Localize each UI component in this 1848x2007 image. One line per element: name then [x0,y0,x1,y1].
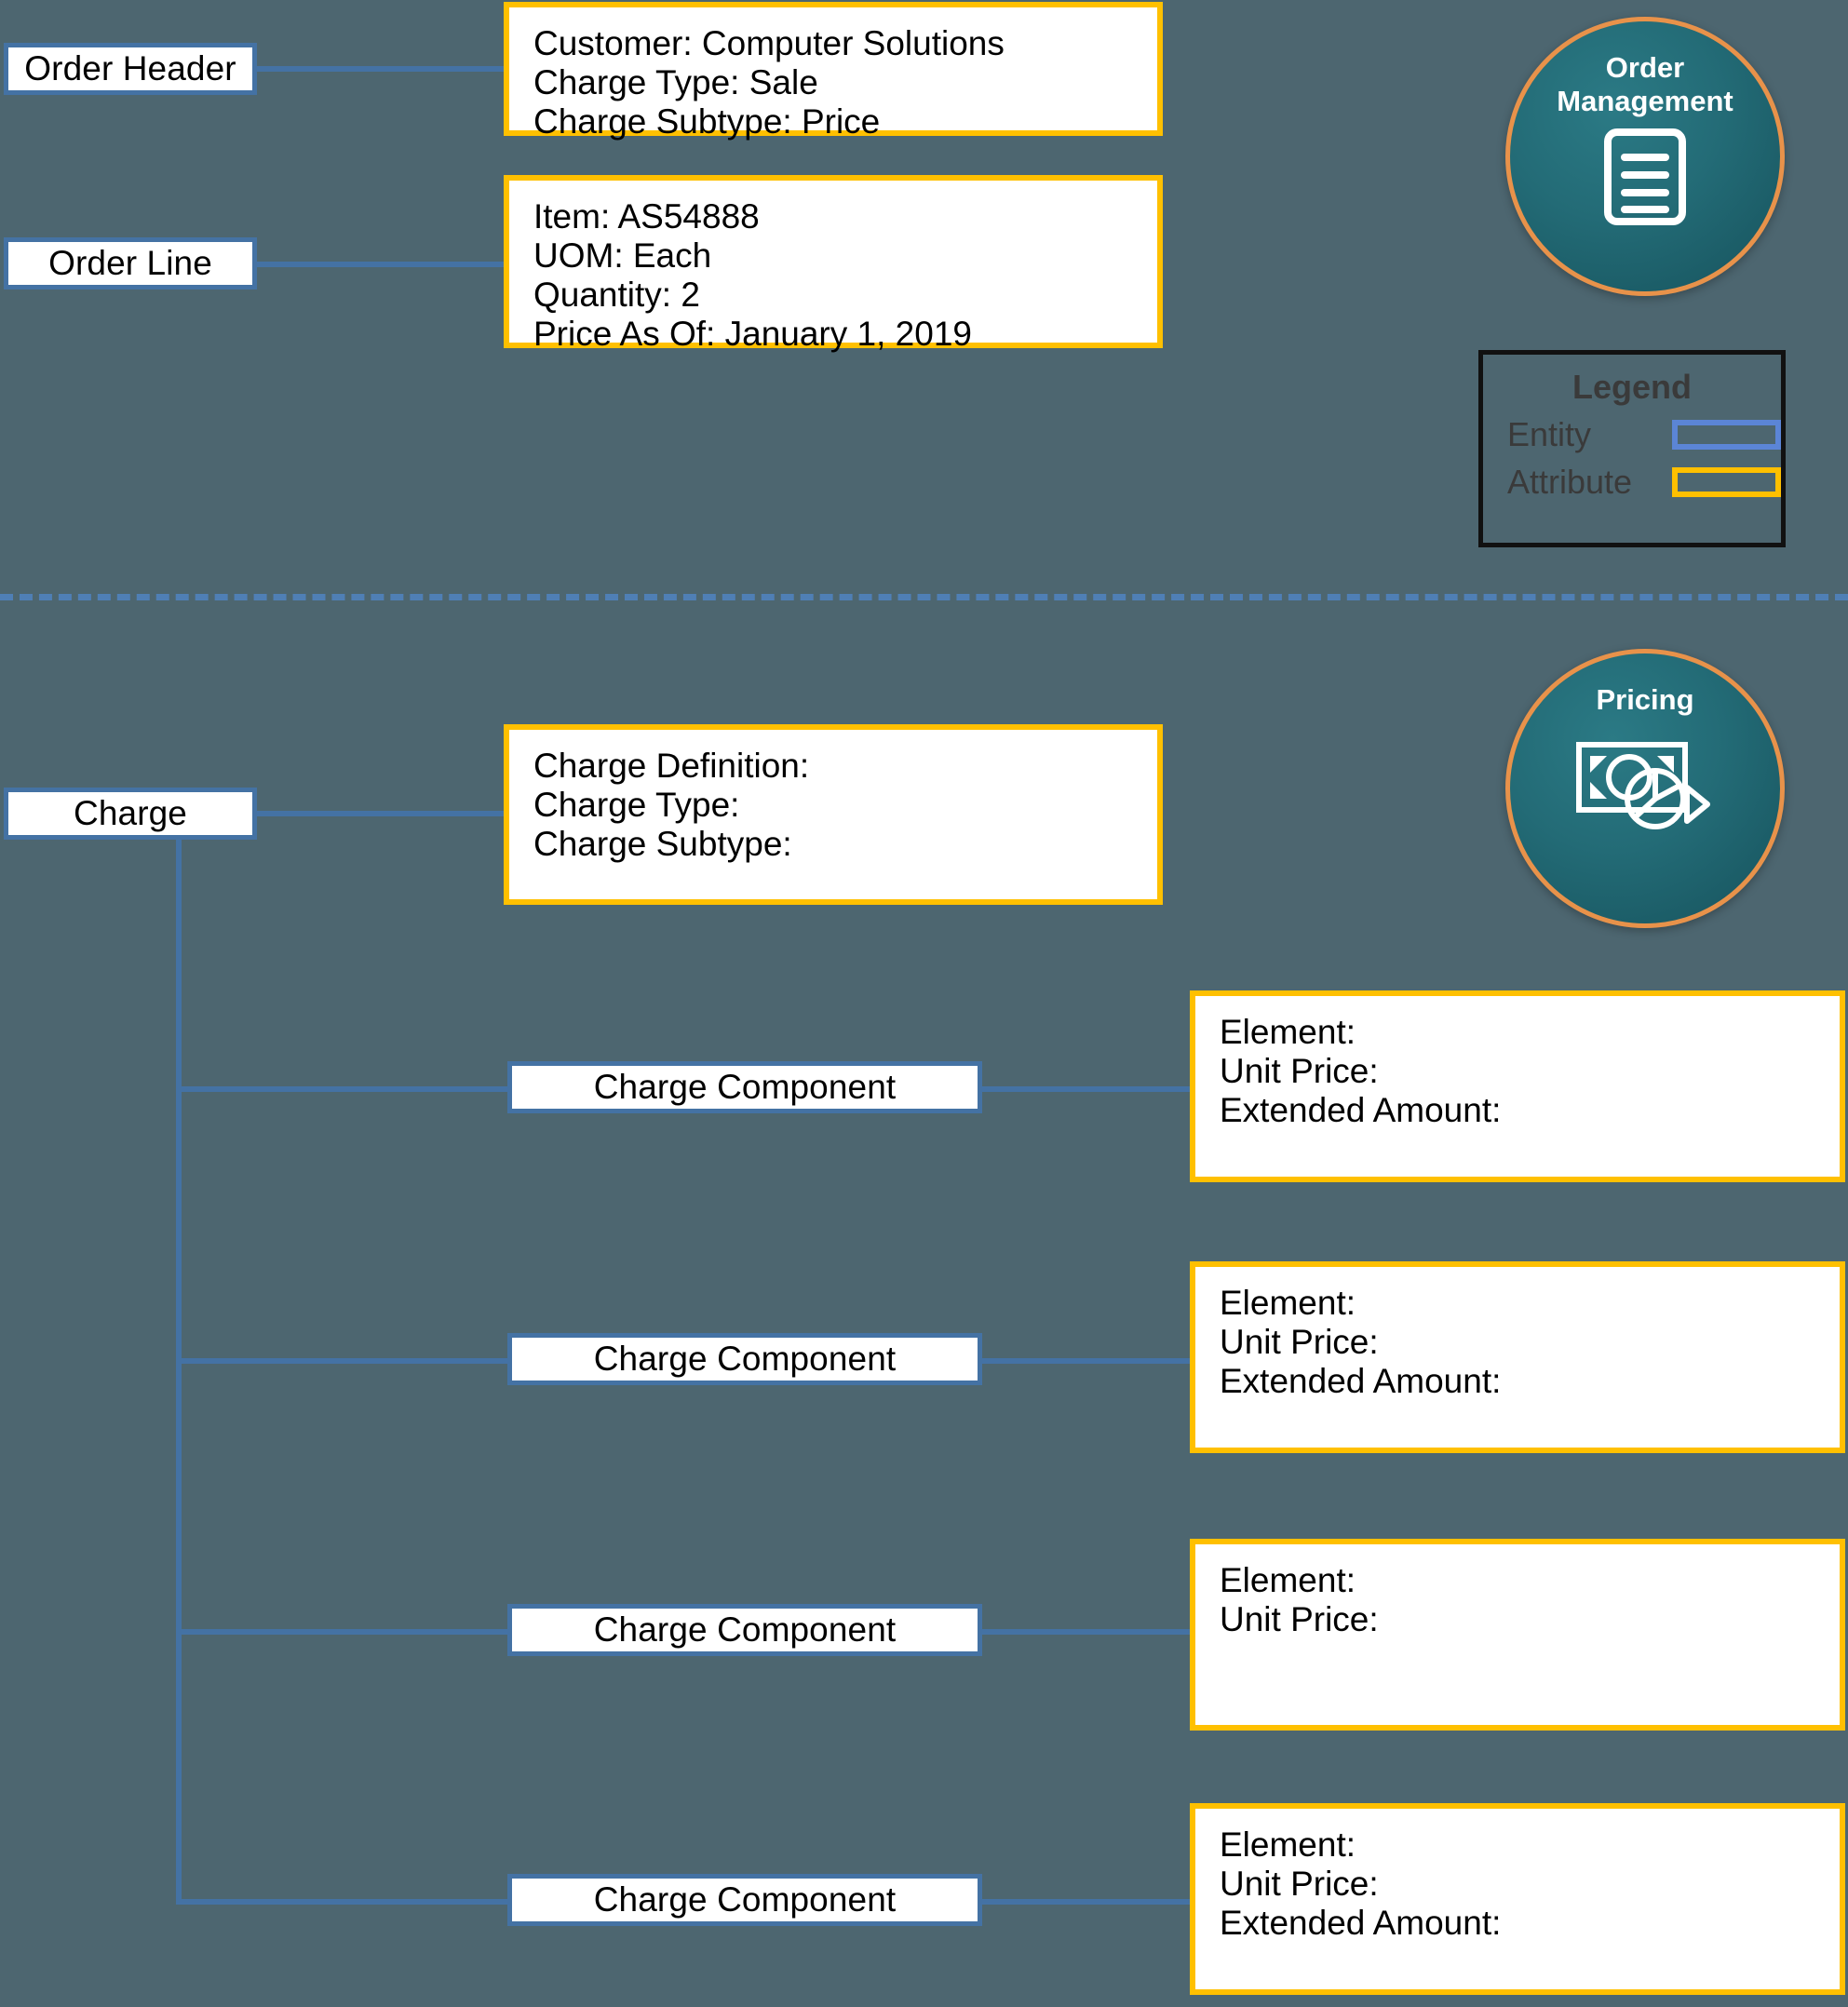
legend-label-attribute: Attribute [1507,463,1633,501]
attribute-row: Unit Price: [1220,1864,1379,1903]
legend-swatch-attribute [1672,467,1781,497]
attribute-row: Extended Amount: [1220,1361,1502,1400]
connector-charge-component-1 [176,1086,507,1092]
attribute-row: Item: AS54888 [533,197,760,236]
entity-order-line[interactable]: Order Line [4,237,257,290]
connector-charge-component-3-attributes [982,1629,1192,1635]
connector-charge-component-1-attributes [982,1086,1192,1092]
entity-charge-component-1[interactable]: Charge Component [507,1061,982,1113]
attribute-row: Charge Subtype: [533,824,792,863]
attribute-row: Charge Type: [533,785,740,824]
badge-order-management[interactable]: Order Management [1505,17,1785,296]
entity-order-header-label: Order Header [24,49,236,88]
connector-order-header [257,66,506,72]
attribute-row: Extended Amount: [1220,1090,1502,1129]
attribute-box-charge-component-3: Element: Unit Price: [1190,1539,1845,1731]
entity-charge-component-2-label: Charge Component [593,1340,897,1378]
connector-charge-component-2-attributes [982,1358,1192,1364]
badge-pricing-title: Pricing [1596,683,1694,716]
connector-order-line [257,262,506,267]
attribute-box-order-line: Item: AS54888 UOM: Each Quantity: 2 Pric… [504,175,1163,352]
attribute-row: Unit Price: [1220,1322,1379,1361]
attribute-row: Charge Type: Sale [533,62,818,101]
legend: Legend Entity Attribute [1478,350,1786,547]
attribute-row: Unit Price: [1220,1599,1379,1638]
entity-charge-component-3[interactable]: Charge Component [507,1604,982,1656]
badge-order-management-title: Order Management [1557,51,1733,117]
entity-charge-component-4-label: Charge Component [593,1880,897,1919]
entity-charge-label: Charge [74,794,187,832]
attribute-row: Element: [1220,1561,1356,1599]
connector-charge-component-4 [176,1899,507,1905]
entity-charge[interactable]: Charge [4,788,257,840]
attribute-row: Customer: Computer Solutions [533,24,1005,62]
badge-pricing[interactable]: Pricing [1505,649,1785,928]
legend-row-entity: Entity [1507,415,1781,454]
connector-charge-component-2 [176,1358,507,1364]
attribute-row: Price As Of: January 1, 2019 [533,314,972,353]
attribute-row: Charge Definition: [533,747,810,785]
legend-label-entity: Entity [1507,415,1592,453]
attribute-box-charge: Charge Definition: Charge Type: Charge S… [504,724,1163,905]
attribute-row: Quantity: 2 [533,275,700,314]
attribute-row: Charge Subtype: Price [533,101,881,141]
entity-charge-component-4[interactable]: Charge Component [507,1874,982,1926]
legend-row-attribute: Attribute [1507,463,1781,502]
attribute-box-charge-component-4: Element: Unit Price: Extended Amount: [1190,1803,1845,1995]
attribute-row: Element: [1220,1825,1356,1864]
entity-order-header[interactable]: Order Header [4,43,257,95]
legend-swatch-entity [1672,420,1781,450]
connector-charge-component-3 [176,1629,507,1635]
connector-charge-trunk [176,838,182,1902]
entity-charge-component-1-label: Charge Component [593,1068,897,1106]
attribute-row: Unit Price: [1220,1051,1379,1090]
attribute-row: Element: [1220,1013,1356,1051]
attribute-box-charge-component-1: Element: Unit Price: Extended Amount: [1190,990,1845,1182]
entity-charge-component-3-label: Charge Component [593,1610,897,1649]
attribute-box-charge-component-2: Element: Unit Price: Extended Amount: [1190,1261,1845,1453]
document-icon [1602,127,1688,232]
attribute-row: UOM: Each [533,236,712,275]
attribute-row: Extended Amount: [1220,1903,1502,1942]
banknote-pie-chart-icon [1575,734,1715,839]
attribute-row: Element: [1220,1284,1356,1322]
attribute-box-order-header: Customer: Computer Solutions Charge Type… [504,2,1163,140]
legend-title: Legend [1571,368,1692,406]
entity-order-line-label: Order Line [48,244,212,282]
entity-charge-component-2[interactable]: Charge Component [507,1333,982,1385]
connector-charge [257,811,506,816]
connector-charge-component-4-attributes [982,1899,1192,1905]
section-divider [0,594,1848,600]
